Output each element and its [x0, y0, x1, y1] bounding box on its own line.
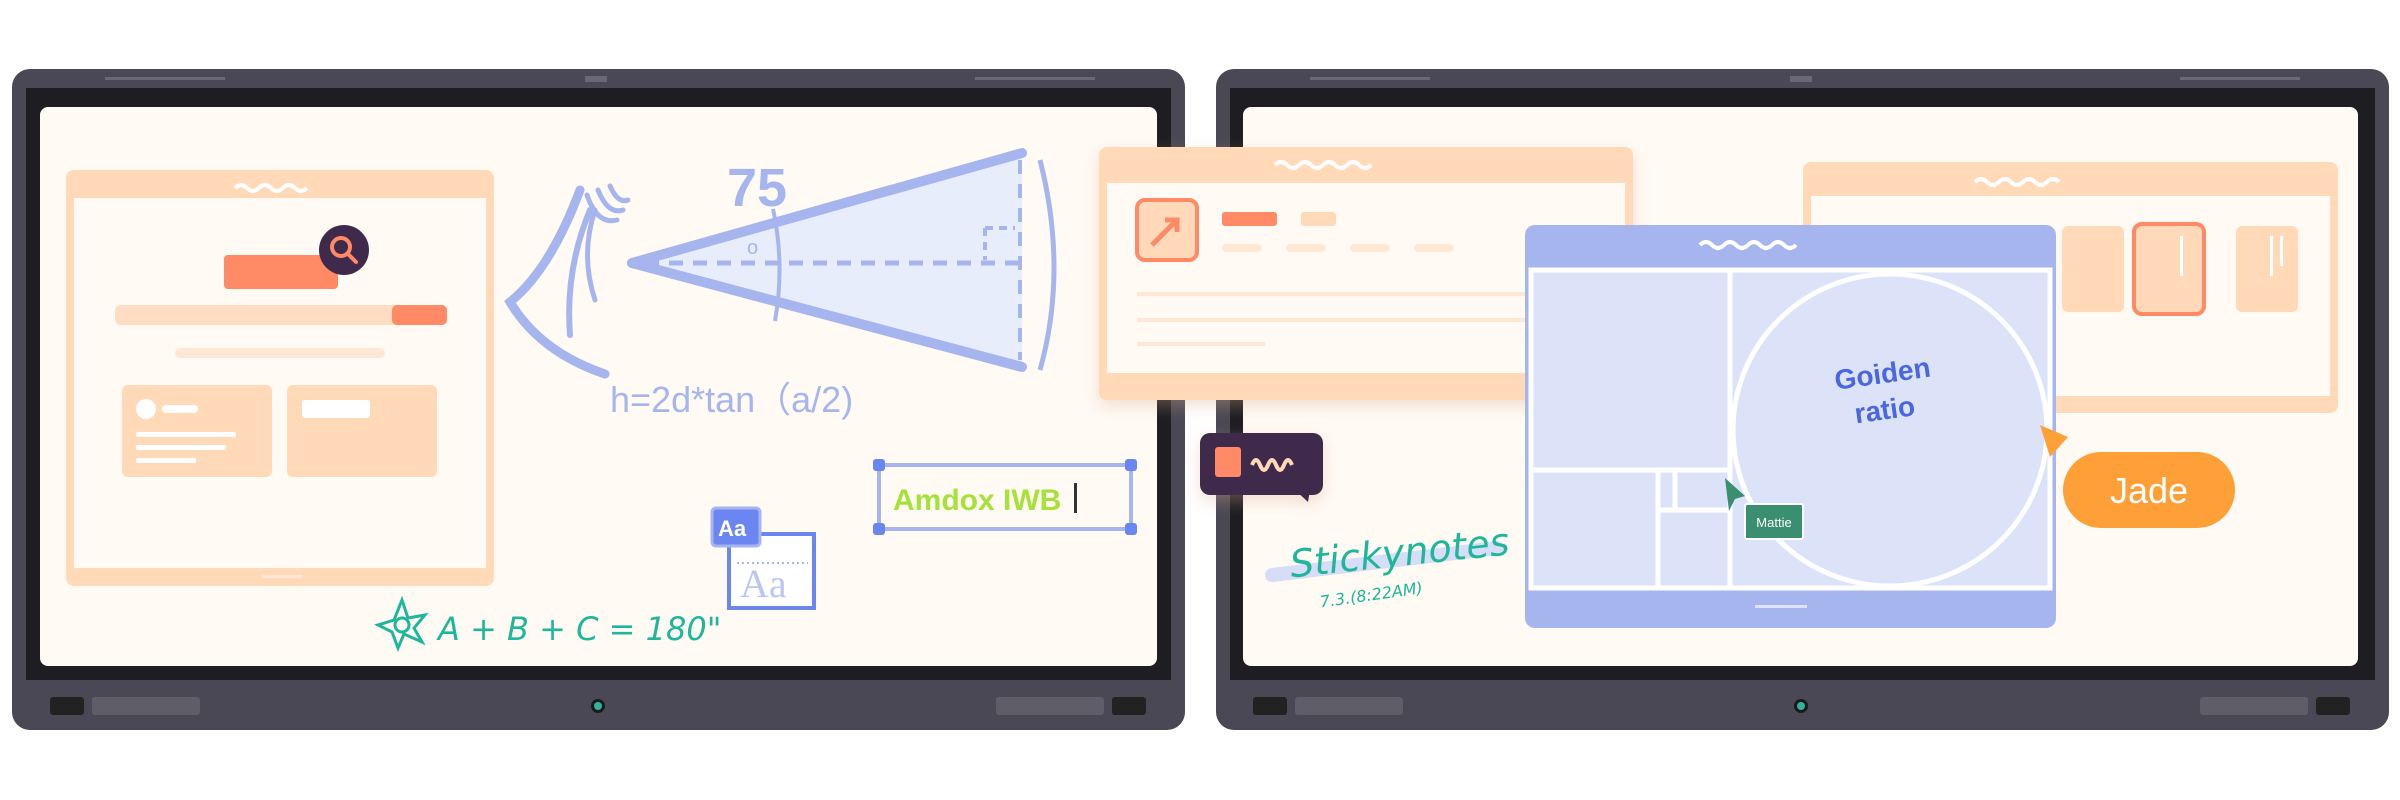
font-icon[interactable]: Aa Aa	[710, 506, 816, 610]
formula-text: h=2d*tan（a/2)	[610, 379, 853, 420]
text-box[interactable]: Amdox IWB	[873, 459, 1137, 535]
font-icon-label: Aa	[718, 516, 747, 541]
angle-label: 75	[727, 158, 787, 218]
eye-icon	[504, 183, 631, 379]
text-cursor	[1074, 483, 1077, 513]
search-icon[interactable]	[319, 225, 369, 275]
cursor-user-name: Mattie	[1756, 515, 1791, 530]
golden-ratio-window[interactable]: Goiden ratio	[1525, 225, 2056, 628]
user-tag-name: Jade	[2110, 470, 2188, 511]
cursor-user-tag	[1744, 503, 1804, 540]
book-icon	[1215, 447, 1241, 477]
pointer-icon	[2040, 425, 2068, 457]
degree-mark: o	[747, 237, 758, 259]
highlight-stroke	[1265, 541, 1504, 582]
search-window[interactable]	[66, 170, 494, 586]
math-note: A + B + C = 180"	[436, 610, 721, 648]
app-window[interactable]	[1099, 147, 1633, 400]
comment-bubble[interactable]	[1200, 433, 1323, 502]
text-box-value: Amdox IWB	[893, 484, 1061, 517]
cursor-icon	[1725, 478, 1745, 511]
user-tag-jade	[2063, 452, 2235, 528]
viewing-angle-diagram: 75 o	[627, 148, 1057, 372]
star-icon	[374, 595, 429, 653]
font-preview: Aa	[740, 561, 787, 606]
